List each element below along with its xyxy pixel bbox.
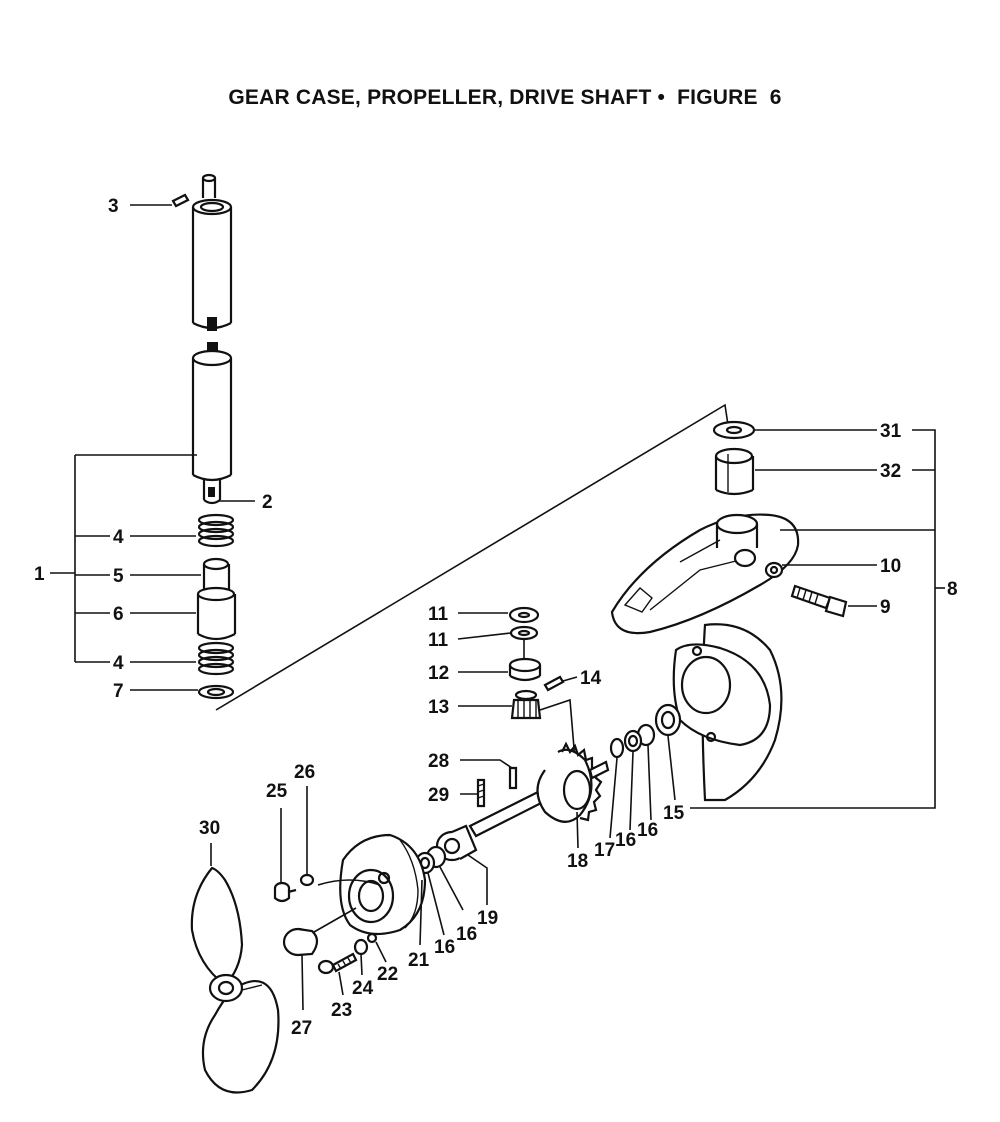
callout-15: 15 [663, 803, 685, 824]
callout-30: 30 [199, 818, 220, 839]
bushing-part-32 [714, 447, 755, 496]
washer-part-31 [712, 420, 756, 440]
callout-4-upper: 4 [113, 527, 124, 548]
thrust-washer-part-11-lower [509, 625, 539, 641]
callout-19: 19 [477, 908, 498, 929]
lock-washer-part-10 [764, 561, 784, 579]
thrust-washer-part-11-upper [508, 606, 540, 624]
callout-5: 5 [113, 566, 124, 587]
collar-part-6 [196, 586, 237, 641]
carrier-guide-line-2 [313, 907, 357, 933]
callout-1: 1 [34, 564, 45, 585]
callout-14: 14 [580, 668, 602, 689]
callout-16-c: 16 [456, 924, 477, 945]
callout-10: 10 [880, 556, 901, 577]
pin-part-3 [171, 193, 190, 208]
bushing-part-12 [508, 657, 542, 682]
washer-part-7 [197, 684, 235, 700]
callout-17: 17 [594, 840, 615, 861]
callout-13: 13 [428, 697, 449, 718]
callout-8: 8 [947, 579, 958, 600]
callout-12: 12 [428, 663, 449, 684]
bearing-carrier-part-21 [339, 833, 427, 944]
drive-shaft-upper-part [191, 173, 233, 331]
spacer-part-27 [282, 927, 319, 957]
callout-16-b: 16 [615, 830, 636, 851]
callout-2: 2 [262, 492, 273, 513]
diagram-title: GEAR CASE, PROPELLER, DRIVE SHAFT • FIGU… [228, 86, 782, 109]
pinion-gear-part-13 [510, 689, 542, 720]
screw-part-25 [273, 881, 297, 903]
thrust-washers-part-16-upper [623, 723, 656, 753]
pin-part-28 [508, 766, 518, 790]
callout-26: 26 [294, 762, 315, 783]
callout-numbers: 3 2 1 4 5 6 4 7 31 32 8 10 9 11 11 12 14… [34, 196, 958, 1039]
callout-6: 6 [113, 604, 124, 625]
pin-part-14 [543, 675, 565, 692]
callout-32: 32 [880, 461, 901, 482]
bushing-part-5 [202, 557, 231, 590]
snap-ring-part-17 [609, 737, 625, 759]
pinion-to-gear-line [539, 698, 576, 761]
callout-29: 29 [428, 785, 449, 806]
callout-22: 22 [377, 964, 398, 985]
callout-21: 21 [408, 950, 430, 971]
callout-28: 28 [428, 751, 449, 772]
callout-18: 18 [567, 851, 588, 872]
gear-case-housing-part-8 [610, 513, 800, 802]
callout-16-d: 16 [434, 937, 455, 958]
bolt-part-9 [790, 584, 848, 618]
callout-11-upper: 11 [428, 604, 449, 625]
bearing-part-15 [654, 703, 682, 737]
callout-3: 3 [108, 196, 119, 217]
spring-part-4-lower [197, 641, 235, 676]
callout-4-lower: 4 [113, 653, 124, 674]
callout-24: 24 [352, 978, 374, 999]
carrier-guide-line-1 [317, 879, 381, 886]
callout-27: 27 [291, 1018, 312, 1039]
callout-25: 25 [266, 781, 288, 802]
callout-31: 31 [880, 421, 902, 442]
callout-23: 23 [331, 1000, 352, 1021]
propeller-part-30 [190, 866, 280, 1094]
spring-part-4-upper [197, 513, 235, 548]
drive-shaft-lower-part [191, 342, 233, 505]
callout-leader-lines [50, 204, 945, 1011]
lock-washer-part-24 [353, 938, 369, 956]
pin-part-29 [476, 778, 486, 808]
assembly-guide-line [215, 403, 729, 711]
lock-washer-part-26 [299, 873, 315, 887]
callout-16-a: 16 [637, 820, 658, 841]
callout-11-lower: 11 [428, 630, 449, 651]
gear-and-shaft-part-18 [468, 741, 610, 838]
callout-7: 7 [113, 681, 124, 702]
callout-9: 9 [880, 597, 891, 618]
screw-part-23 [317, 952, 358, 975]
